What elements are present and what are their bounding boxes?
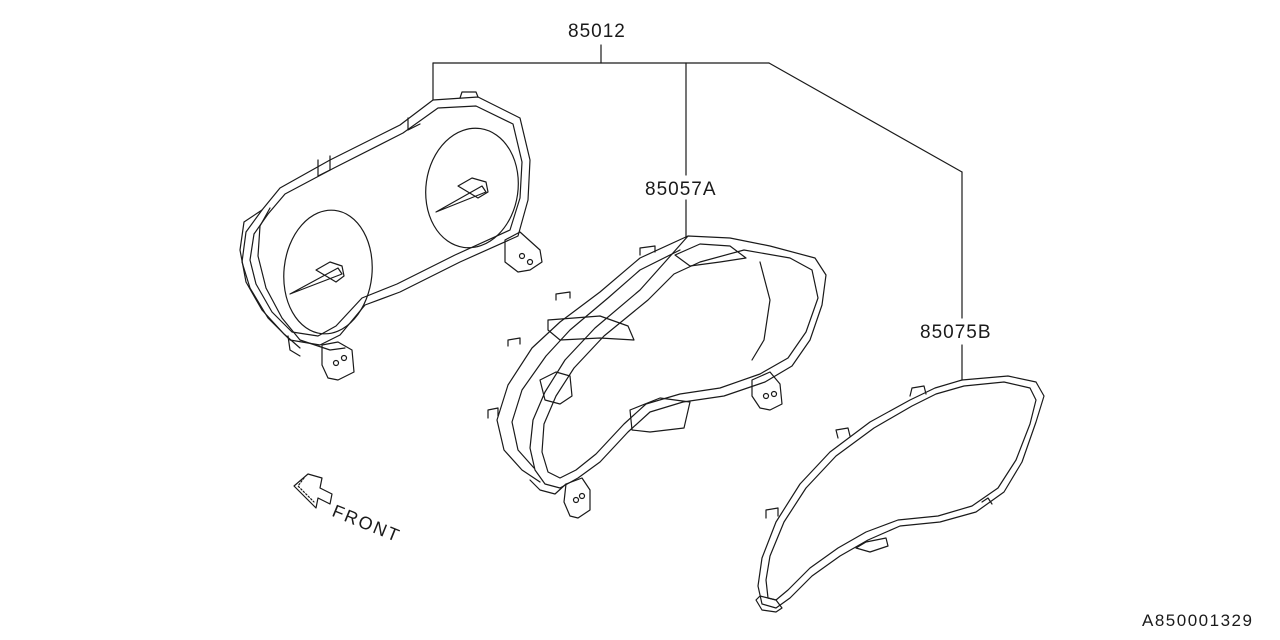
- front-arrow-icon: [293, 473, 333, 509]
- speedometer-gauge: [425, 127, 519, 249]
- cluster-case-drawing: [487, 235, 827, 519]
- illustration-code: A850001329: [1142, 611, 1254, 630]
- leader-lines: [432, 44, 963, 381]
- lens-part-number: 85075B: [920, 322, 992, 343]
- assembly-part-number: 85012: [568, 21, 626, 42]
- cluster-body-drawing: [239, 91, 543, 381]
- cluster-lens-drawing: [755, 375, 1045, 613]
- case-part-number: 85057A: [645, 179, 717, 200]
- tachometer-gauge: [283, 209, 373, 335]
